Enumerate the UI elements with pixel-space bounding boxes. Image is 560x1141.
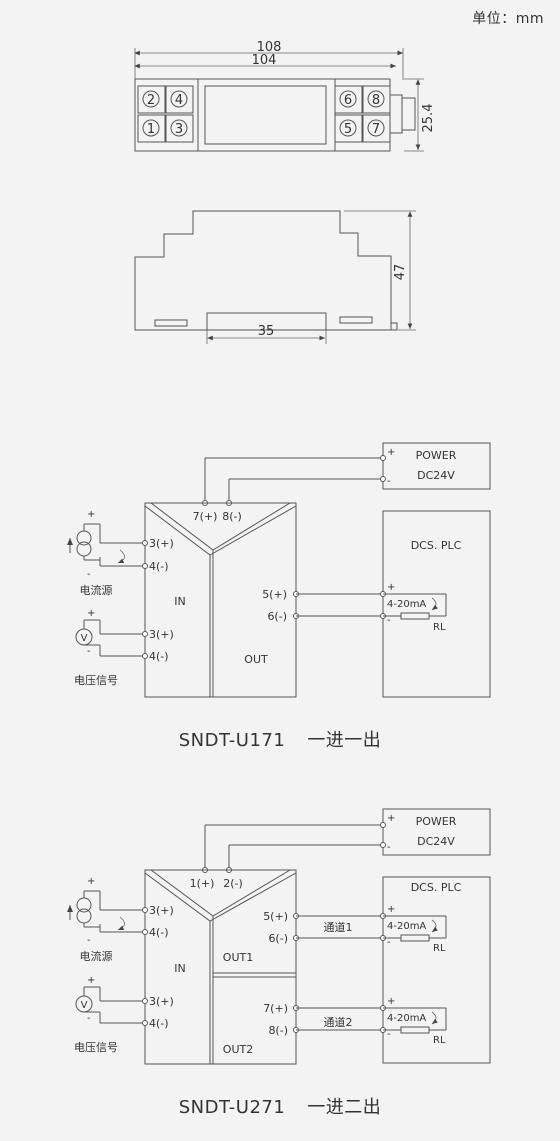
- terminal-block-left: 2 4 1 3: [137, 85, 194, 143]
- current-source-label: 电流源: [80, 583, 113, 597]
- voltmeter-icon: V: [81, 633, 88, 644]
- in-term-3plus-2: 3(+): [149, 904, 174, 917]
- desc-u271: 一进二出: [307, 1097, 382, 1118]
- dcs-minus-ch1: -: [387, 937, 391, 948]
- current-range: 4-20mA: [387, 599, 426, 610]
- dcs-title: DCS. PLC: [411, 539, 462, 552]
- cs-plus-2: +: [87, 876, 95, 887]
- out2-term-7plus: 7(+): [263, 1002, 288, 1015]
- terminal-6: 6: [344, 93, 352, 108]
- power-title-2: POWER: [416, 815, 457, 828]
- terminal-4: 4: [175, 93, 183, 108]
- dcs-plus: +: [387, 582, 395, 593]
- power-box-2: [382, 808, 491, 856]
- terminal-5: 5: [344, 122, 352, 137]
- wiring-diagram-u171: POWER DC24V + - 7(+) 8(-) IN OUT: [67, 442, 491, 698]
- term-8minus: 8(-): [222, 510, 242, 523]
- power-voltage-2: DC24V: [417, 835, 455, 848]
- out2-term-8minus: 8(-): [268, 1024, 288, 1037]
- rl-label-ch1: RL: [433, 943, 446, 954]
- cs-minus-2: -: [87, 935, 91, 946]
- vs-minus: -: [87, 646, 91, 657]
- dcs-minus-ch2: -: [387, 1029, 391, 1040]
- rl-label-ch2: RL: [433, 1035, 446, 1046]
- dcs-minus: -: [387, 615, 391, 626]
- current-range-ch2: 4-20mA: [387, 1013, 426, 1024]
- side-view: 47 35: [134, 210, 416, 344]
- terminal-block-right: 6 8 5 7: [334, 85, 391, 143]
- power-title: POWER: [416, 449, 457, 462]
- channel1-label: 通道1: [324, 920, 353, 934]
- current-source-label-2: 电流源: [80, 949, 113, 963]
- terminal-7: 7: [372, 122, 380, 137]
- model-u171: SNDT-U171: [178, 730, 286, 751]
- term-7plus: 7(+): [193, 510, 218, 523]
- dcs-title-2: DCS. PLC: [411, 881, 462, 894]
- in-term-4minus-v: 4(-): [149, 650, 169, 663]
- vs-plus-2: +: [87, 975, 95, 986]
- dcs-plc-box-2: [382, 876, 491, 1064]
- power-minus-2: -: [387, 842, 391, 853]
- channel2-label: 通道2: [324, 1015, 353, 1029]
- top-view: 108 104 25.4 2 4 1 3: [134, 40, 436, 152]
- in-term-4minus: 4(-): [149, 560, 169, 573]
- wiring-diagram-u271: POWER DC24V + - 1(+) 2(-) IN OUT1 OUT2: [67, 808, 491, 1065]
- out-term-5plus: 5(+): [262, 588, 287, 601]
- in-label-2: IN: [174, 962, 185, 975]
- out-term-6minus: 6(-): [267, 610, 287, 623]
- rl-label: RL: [433, 622, 446, 633]
- module-body-2: [144, 869, 297, 1065]
- power-plus-2: +: [387, 813, 395, 824]
- dim-108: 108: [257, 40, 282, 55]
- model-u271: SNDT-U271: [178, 1097, 286, 1118]
- out1-label: OUT1: [223, 951, 253, 964]
- in-term-4minus-v2: 4(-): [149, 1017, 169, 1030]
- dim-104: 104: [252, 53, 277, 68]
- resistor-rl: [400, 612, 430, 620]
- dim-47: 47: [393, 264, 408, 281]
- in-label: IN: [174, 595, 185, 608]
- terminal-2: 2: [147, 93, 155, 108]
- out2-label: OUT2: [223, 1043, 253, 1056]
- cs-plus: +: [87, 509, 95, 520]
- voltage-signal-label: 电压信号: [74, 674, 118, 687]
- term-2minus: 2(-): [223, 877, 243, 890]
- power-box: [382, 442, 491, 490]
- unit-label: 单位：mm: [472, 11, 544, 27]
- dcs-plus-ch1: +: [387, 904, 395, 915]
- module-body: [144, 502, 297, 698]
- out1-term-5plus: 5(+): [263, 910, 288, 923]
- term-1plus: 1(+): [190, 877, 215, 890]
- voltmeter-icon-2: V: [81, 1000, 88, 1011]
- caption-u271: SNDT-U271 一进二出: [0, 1093, 560, 1119]
- power-plus: +: [387, 447, 395, 458]
- power-voltage: DC24V: [417, 469, 455, 482]
- dcs-plc-box: [382, 510, 491, 698]
- current-range-ch1: 4-20mA: [387, 921, 426, 932]
- in-term-3plus-v: 3(+): [149, 628, 174, 641]
- power-minus: -: [387, 476, 391, 487]
- terminal-1: 1: [147, 122, 155, 137]
- voltage-signal-label-2: 电压信号: [74, 1041, 118, 1054]
- vs-minus-2: -: [87, 1013, 91, 1024]
- vs-plus: +: [87, 608, 95, 619]
- caption-u171: SNDT-U171 一进一出: [0, 726, 560, 752]
- in-term-3plus: 3(+): [149, 537, 174, 550]
- terminal-8: 8: [372, 93, 380, 108]
- label-window: [204, 85, 327, 145]
- terminal-3: 3: [175, 122, 183, 137]
- desc-u171: 一进一出: [307, 730, 382, 751]
- in-term-3plus-v2: 3(+): [149, 995, 174, 1008]
- cs-minus: -: [87, 569, 91, 580]
- dim-25-4: 25.4: [421, 104, 436, 133]
- out-label: OUT: [244, 653, 268, 666]
- in-term-4minus-2: 4(-): [149, 926, 169, 939]
- dim-35: 35: [258, 324, 275, 339]
- out1-term-6minus: 6(-): [268, 932, 288, 945]
- dcs-plus-ch2: +: [387, 996, 395, 1007]
